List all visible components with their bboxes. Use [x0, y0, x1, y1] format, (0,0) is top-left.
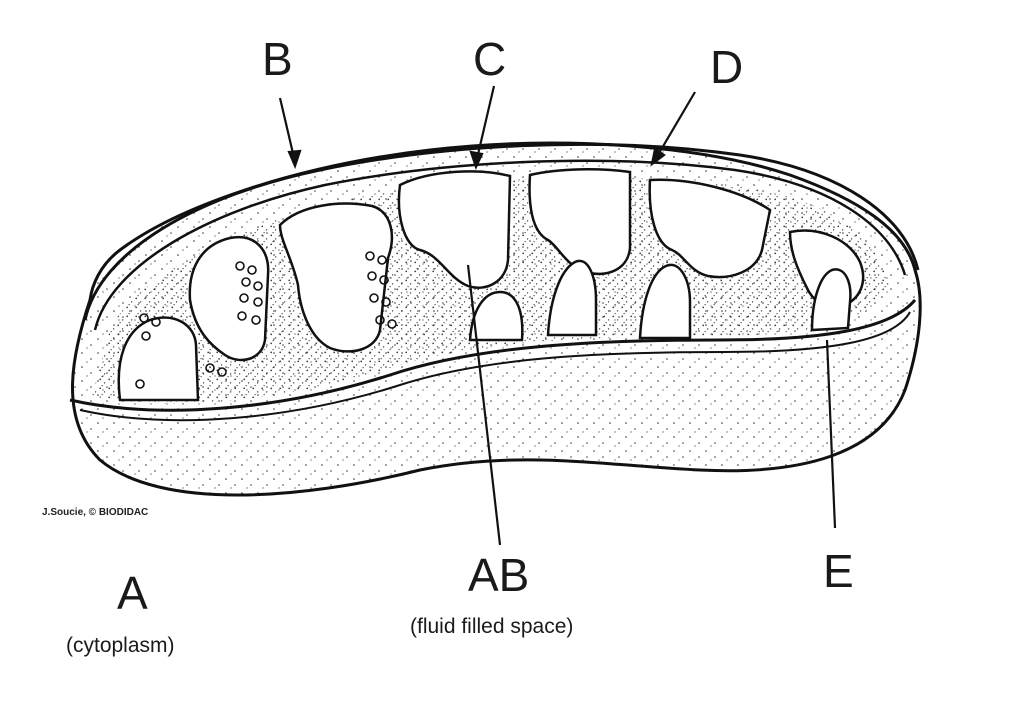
label-a-sub: (cytoplasm)	[66, 634, 175, 657]
inner-membrane-outline	[93, 159, 907, 331]
pointer-c	[474, 85, 496, 164]
cut-face	[69, 299, 917, 412]
label-ab-sub: (fluid filled space)	[410, 615, 574, 638]
label-c: C	[473, 33, 507, 85]
label-ab: AB	[468, 549, 530, 601]
label-d: D	[710, 41, 744, 93]
pointer-e	[825, 339, 837, 529]
cristae	[117, 168, 865, 402]
granules	[135, 251, 397, 389]
credit-text: J.Soucie, © BIODIDAC	[42, 507, 149, 518]
pointer-d	[654, 91, 696, 161]
outer-membrane	[83, 142, 920, 321]
label-b: B	[262, 33, 293, 85]
pointer-lines	[278, 85, 837, 546]
label-e: E	[823, 545, 854, 597]
label-a: A	[117, 567, 148, 619]
pointer-ab	[466, 264, 502, 546]
cut-face-inner	[79, 311, 911, 422]
